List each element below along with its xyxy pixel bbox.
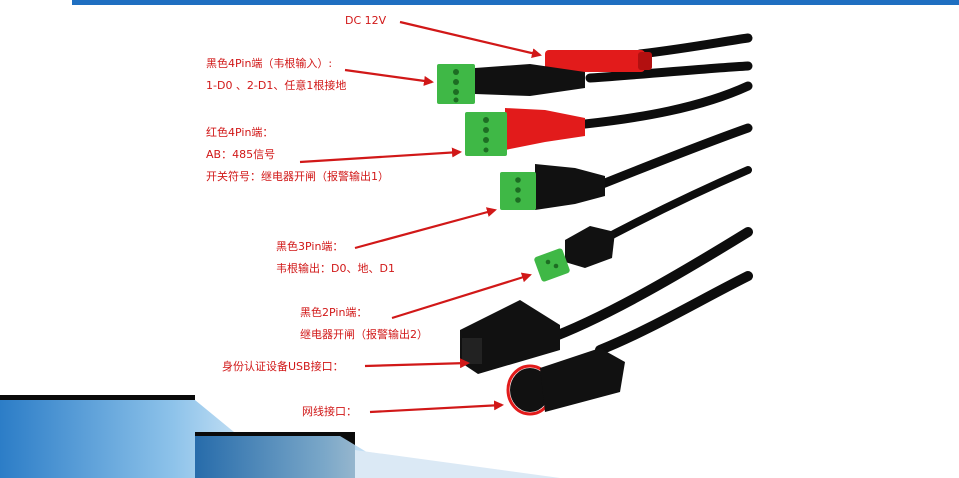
label-line: 韦根输出：D0、地、D1 <box>276 262 395 275</box>
label-black-2pin: 黑色2Pin端： 继电器开闸（报警输出2） <box>300 302 428 346</box>
network-connector <box>506 348 625 416</box>
label-usb-interface: 身份认证设备USB接口： <box>222 360 344 373</box>
black-3pin-connector <box>534 226 615 282</box>
label-black-3pin: 黑色3Pin端： 韦根输出：D0、地、D1 <box>276 236 395 280</box>
decorative-slide-corner <box>0 395 560 478</box>
label-line: AB：485信号 <box>206 148 276 161</box>
label-line: 开关符号：继电器开闸（报警输出1） <box>206 170 389 183</box>
label-line: 红色4Pin端： <box>206 126 274 139</box>
label-black-4pin-wiegand-input: 黑色4Pin端（韦根输入）: 1-D0 、2-D1、任意1根接地 <box>206 53 346 97</box>
label-line: 黑色3Pin端： <box>276 240 344 253</box>
red-4pin-connector <box>465 108 585 156</box>
label-line: 黑色4Pin端（韦根输入）: <box>206 57 333 70</box>
pointer-arrows <box>299 20 542 414</box>
top-accent-bar <box>72 0 959 5</box>
usb-connector <box>460 300 560 374</box>
label-dc-12v: DC 12V <box>345 14 387 27</box>
label-red-4pin: 红色4Pin端： AB：485信号 开关符号：继电器开闸（报警输出1） <box>206 122 389 188</box>
label-line: 1-D0 、2-D1、任意1根接地 <box>206 79 347 92</box>
label-line: 继电器开闸（报警输出2） <box>300 328 428 341</box>
black-4pin-relay-connector <box>500 164 605 210</box>
dc-plug <box>545 50 652 72</box>
label-line: 黑色2Pin端： <box>300 306 368 319</box>
label-network-interface: 网线接口： <box>302 405 357 418</box>
black-4pin-connector <box>437 64 585 104</box>
